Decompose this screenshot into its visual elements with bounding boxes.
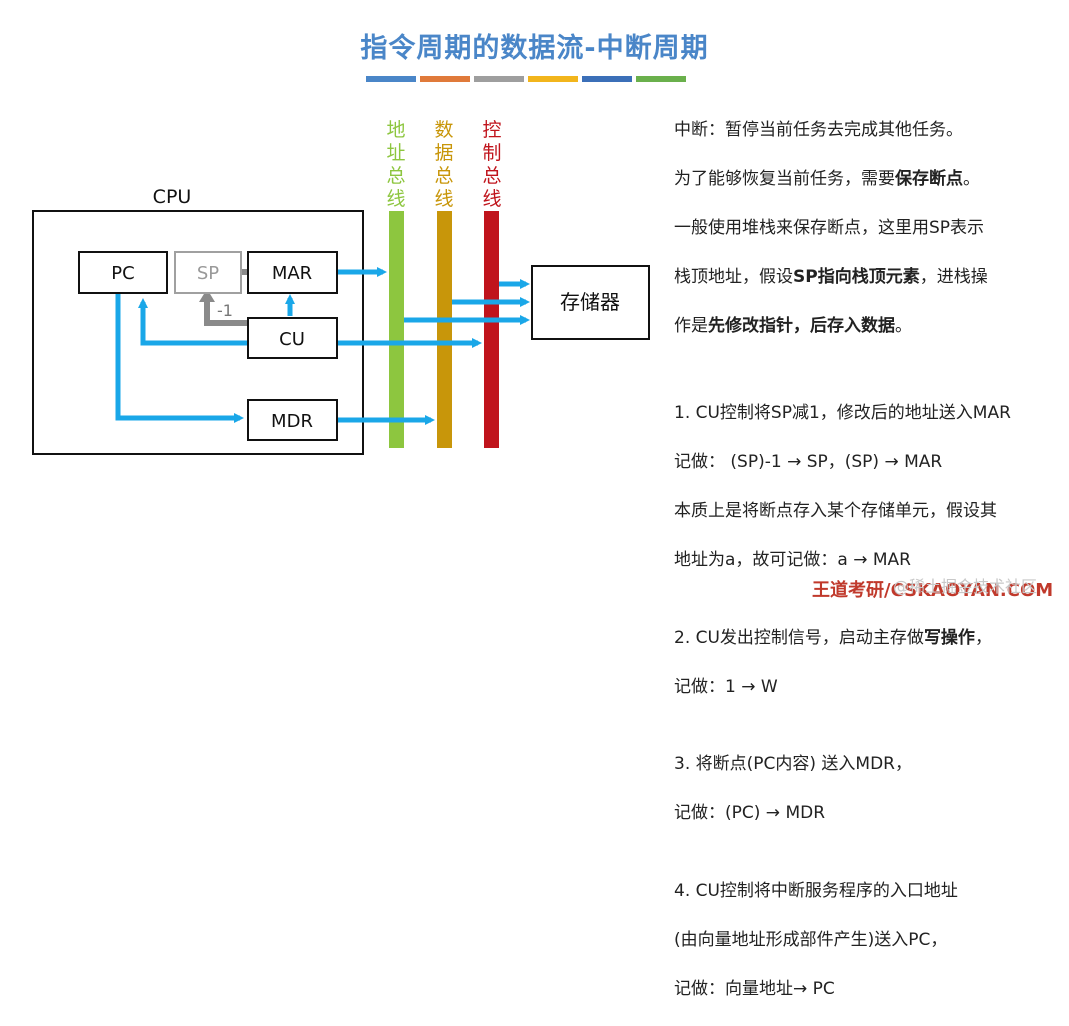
- data-flow-diagram: CPU 地 址 总 线 数 据 总 线 控 制 总 线: [32, 119, 650, 455]
- step-4-line: 记做：向量地址→ PC: [674, 978, 835, 999]
- cu-unit: [247, 317, 338, 359]
- step-1-line: 地址为a，故可记做：a → MAR: [674, 550, 911, 570]
- data-bus: [437, 211, 452, 448]
- pc-register: [78, 251, 168, 294]
- bold-text: 写操作: [923, 627, 975, 648]
- note-line: 中断：暂停当前任务去完成其他任务。: [674, 119, 963, 140]
- step-2-line: 2. CU发出控制信号，启动主存做写操作，: [674, 627, 992, 648]
- svg-text:址: 址: [386, 142, 405, 164]
- brand-watermark: 王道考研/CSKAOYAN.COM: [812, 580, 1054, 601]
- step-3-line: 3. 将断点(PC内容) 送入MDR，: [674, 754, 912, 774]
- step-1-line: 1. CU控制将SP减1，修改后的地址送入MAR: [674, 403, 1011, 423]
- bold-text: 先修改指针，后存入数据: [708, 315, 895, 336]
- svg-text:据: 据: [434, 142, 453, 164]
- explanation-notes: 中断：暂停当前任务去完成其他任务。 为了能够恢复当前任务，需要保存断点。 一般使…: [674, 93, 1064, 1026]
- svg-text:线: 线: [386, 188, 405, 210]
- minus-one-label: -1: [217, 301, 233, 320]
- title-underline: [366, 76, 686, 82]
- sp-label: SP: [197, 263, 219, 284]
- pc-label: PC: [111, 263, 134, 284]
- svg-text:数: 数: [434, 119, 453, 141]
- title-bar-segment: [636, 76, 686, 82]
- title-bar-segment: [474, 76, 524, 82]
- memory-label: 存储器: [560, 290, 620, 314]
- note-line: 栈顶地址，假设SP指向栈顶元素，进栈操: [674, 266, 988, 287]
- cu-label: CU: [279, 329, 305, 350]
- cu-to-sp-arrow: [204, 300, 248, 326]
- page-title: 指令周期的数据流-中断周期: [360, 33, 709, 64]
- cu-to-sp-arrowhead: [199, 289, 215, 302]
- memory-box: [531, 265, 650, 340]
- svg-text:线: 线: [434, 188, 453, 210]
- svg-text:总: 总: [434, 165, 453, 187]
- mar-register: [247, 251, 338, 294]
- step-1-line: 本质上是将断点存入某个存储单元，假设其: [674, 501, 997, 521]
- svg-text:制: 制: [482, 142, 501, 164]
- step-1-line: 记做： (SP)-1 → SP，(SP) → MAR: [674, 452, 943, 472]
- note-line: 作是先修改指针，后存入数据。: [674, 315, 912, 336]
- data-bus-label: 数 据 总 线: [434, 119, 453, 210]
- svg-text:地: 地: [386, 119, 405, 141]
- address-bus: [389, 211, 404, 448]
- mdr-label: MDR: [271, 411, 313, 432]
- community-watermark: @稀土掘金技术社区: [893, 577, 1038, 596]
- svg-text:线: 线: [482, 188, 501, 210]
- cu-to-pc-arrow: [138, 298, 250, 346]
- title-bar-segment: [528, 76, 578, 82]
- note-line: 为了能够恢复当前任务，需要保存断点。: [674, 168, 980, 189]
- step-2-line: 记做：1 → W: [674, 676, 778, 697]
- mar-label: MAR: [272, 263, 312, 284]
- control-bus-label: 控 制 总 线: [482, 119, 501, 210]
- bold-text: 保存断点: [895, 168, 963, 189]
- pc-to-mdr-arrow: [115, 292, 244, 423]
- step-4-line: 4. CU控制将中断服务程序的入口地址: [674, 880, 958, 901]
- title-bar-segment: [420, 76, 470, 82]
- step-4-line: (由向量地址形成部件产生)送入PC，: [674, 929, 948, 950]
- svg-text:总: 总: [482, 165, 501, 187]
- title-bar-segment: [366, 76, 416, 82]
- svg-text:总: 总: [386, 165, 405, 187]
- svg-text:控: 控: [482, 119, 501, 141]
- bold-text: SP指向栈顶元素: [793, 266, 920, 287]
- cpu-box: [32, 210, 364, 455]
- cpu-label: CPU: [153, 186, 192, 208]
- address-bus-label: 地 址 总 线: [386, 119, 405, 210]
- sp-register: [174, 251, 242, 294]
- control-bus: [484, 211, 499, 448]
- title-bar-segment: [582, 76, 632, 82]
- mdr-register: [247, 399, 338, 441]
- step-3-line: 记做：(PC) → MDR: [674, 803, 826, 823]
- note-line: 一般使用堆栈来保存断点，这里用SP表示: [674, 217, 985, 238]
